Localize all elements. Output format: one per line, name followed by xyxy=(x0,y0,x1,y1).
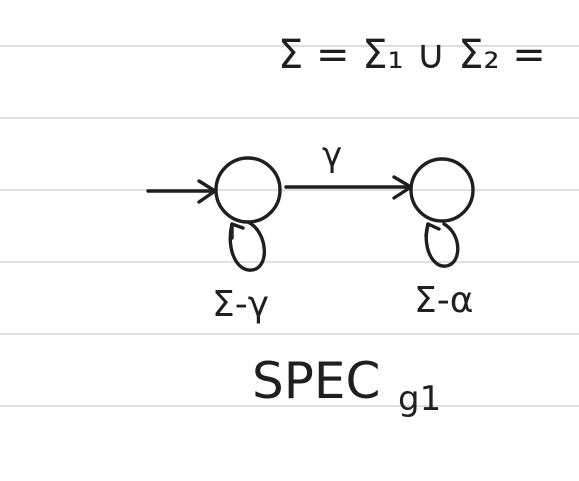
alphabet-union-text: Σ = Σ₁ ∪ Σ₂ = xyxy=(278,32,546,78)
state-q1 xyxy=(409,157,475,223)
spec-caption-subscript: g1 xyxy=(398,379,441,419)
initial-arrow xyxy=(146,179,217,204)
self-loop-q1-arrowhead xyxy=(424,222,441,238)
self-loop-q1-label: Σ-α xyxy=(414,280,473,321)
self-loop-q0-arrowhead xyxy=(230,222,245,240)
self-loop-q1 xyxy=(424,222,460,268)
self-loop-q0 xyxy=(228,220,267,272)
transition-label: γ xyxy=(322,135,342,175)
spec-caption: SPEC xyxy=(252,352,380,410)
ruled-lines xyxy=(0,45,579,407)
self-loop-q0-label: Σ-γ xyxy=(212,284,269,325)
transition-q0-q1 xyxy=(284,175,413,200)
